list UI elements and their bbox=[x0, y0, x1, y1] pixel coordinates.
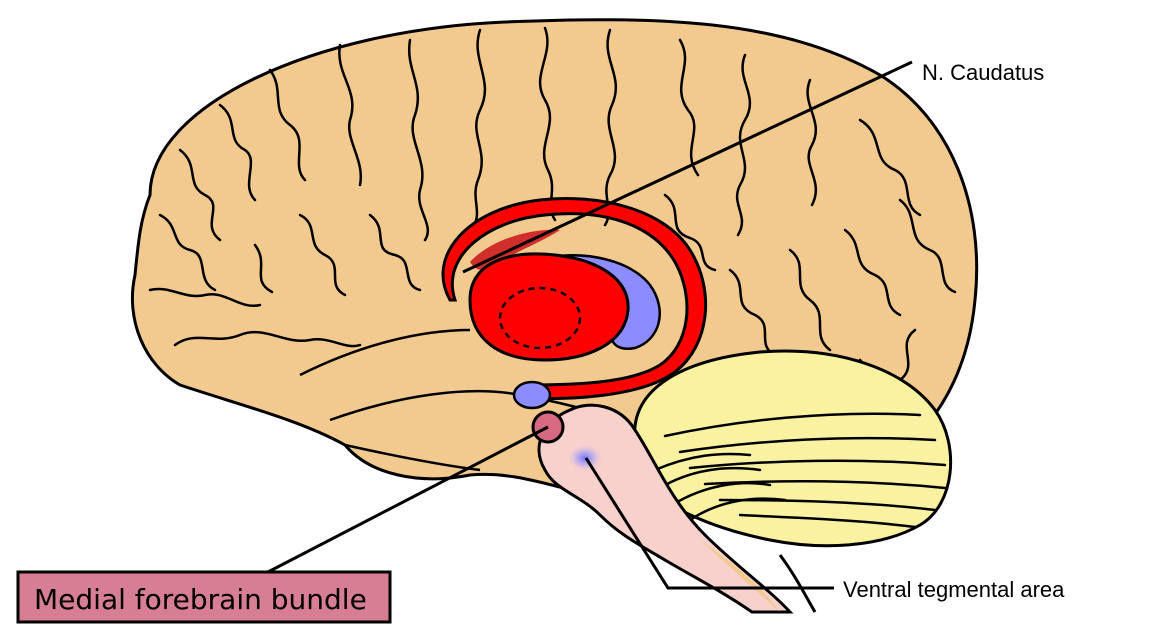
caudate-head bbox=[470, 254, 628, 360]
ventricle-blob bbox=[514, 382, 550, 408]
caudatus-label: N. Caudatus bbox=[922, 60, 1044, 85]
mfb-label-box: Medial forebrain bundle bbox=[18, 572, 390, 622]
vta-label: Ventral tegmental area bbox=[843, 577, 1065, 602]
mfb-label: Medial forebrain bundle bbox=[34, 583, 367, 616]
vta-region bbox=[567, 444, 603, 472]
